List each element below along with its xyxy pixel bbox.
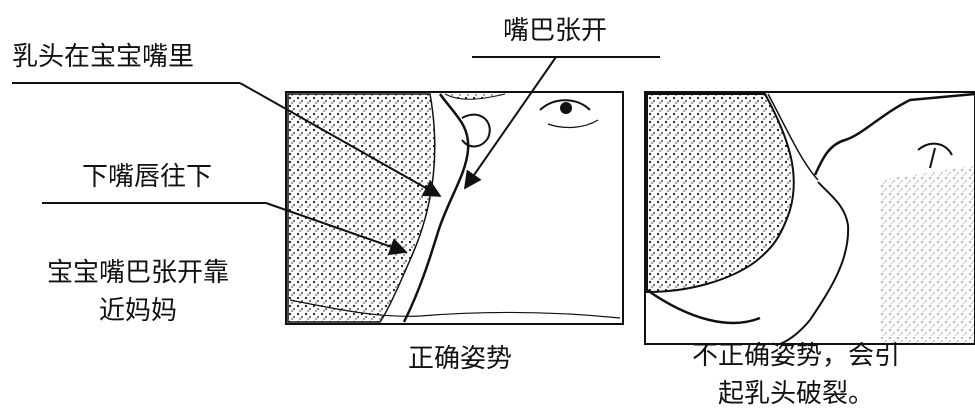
correct-position-image: [285, 91, 624, 325]
incorrect-position-image: [644, 91, 975, 345]
caption-incorrect: 不正确姿势，会引起乳头破裂。: [691, 341, 900, 409]
label-mouth-open: 嘴巴张开: [503, 16, 608, 46]
leader-lines: [12, 56, 660, 256]
label-nipple-in-mouth: 乳头在宝宝嘴里: [12, 42, 195, 72]
label-baby-mouth-close: 宝宝嘴巴张开靠近妈妈: [46, 258, 229, 326]
caption-correct: 正确姿势: [407, 344, 512, 374]
label-lower-lip-down: 下嘴唇往下: [82, 162, 213, 192]
